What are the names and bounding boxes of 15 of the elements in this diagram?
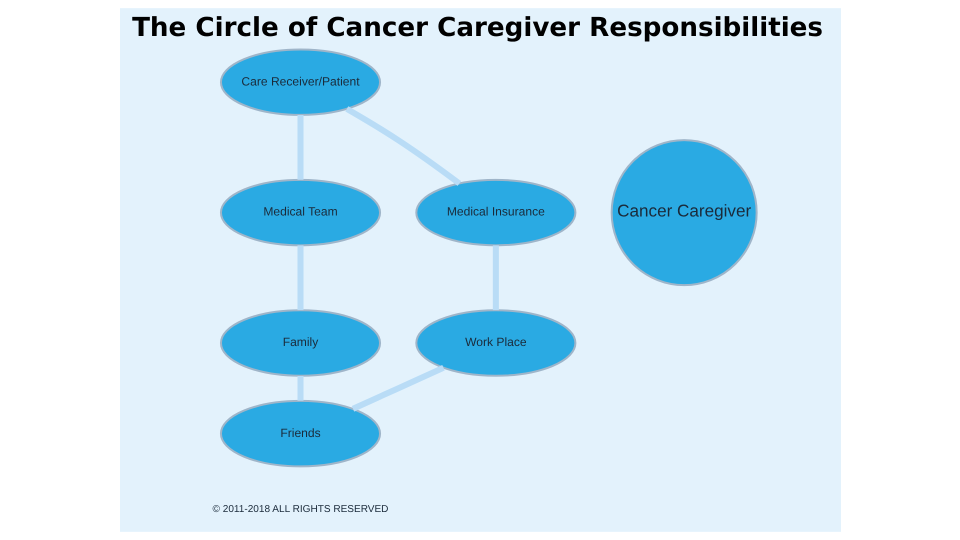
node-ellipse: Care Receiver/Patient [219, 48, 381, 116]
connector [296, 376, 304, 401]
connector [344, 106, 461, 186]
node-ellipse: Medical Insurance [414, 178, 576, 246]
connector [492, 245, 498, 310]
node-ellipse: Friends [219, 400, 381, 468]
node-ellipse: Medical Team [219, 178, 381, 246]
connector [351, 365, 444, 412]
node-circle: Cancer Caregiver [610, 139, 758, 286]
label: © 2011-2018 ALL RIGHTS RESERVED [212, 504, 388, 516]
diagram-title: The Circle of Cancer Caregiver Responsibilities [132, 13, 823, 44]
node-ellipse: Work Place [414, 309, 576, 377]
node-ellipse: Family [219, 309, 381, 377]
connector [296, 245, 304, 310]
connector [296, 114, 304, 180]
